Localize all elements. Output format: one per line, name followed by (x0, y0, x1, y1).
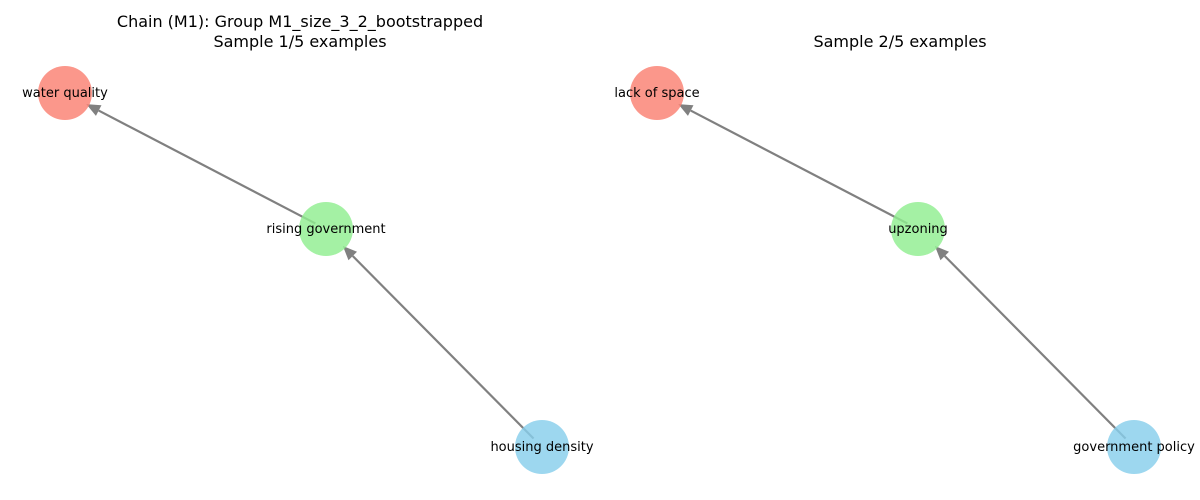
graph-canvas-2: lack of space upzoning government policy (600, 0, 1200, 500)
edge-line (351, 255, 535, 440)
panel-title-2-line-2: Sample 2/5 examples (813, 32, 987, 51)
graph-canvas-1: water quality rising government housing de… (22, 66, 594, 474)
node-label: water quality (22, 86, 108, 101)
graph-panel-1: water quality rising government housing de… (0, 12, 600, 474)
edge-arrowhead (678, 104, 694, 116)
graph-svg-1: water quality rising government housing de… (22, 66, 594, 474)
node-circle (891, 202, 945, 256)
node-label: lack of space (614, 86, 699, 101)
edge-arrowhead (342, 246, 358, 261)
node-label: government policy (1073, 440, 1195, 455)
node-circle (38, 66, 92, 120)
node-circle (1107, 420, 1161, 474)
panel-title-1-line-1: Chain (M1): Group M1_size_3_2_bootstrapp… (116, 12, 484, 31)
node-circle (299, 202, 353, 256)
graph-svg-2: lack of space upzoning government policy (614, 66, 1195, 474)
node-circle (630, 66, 684, 120)
node-label: rising government (266, 222, 385, 237)
edge-arrowhead (86, 104, 102, 116)
edge-line (943, 255, 1127, 440)
edge-arrowhead (934, 246, 950, 261)
panel-title-1: Chain (M1): Group M1_size_3_2_bootstrapp… (0, 12, 600, 52)
panel-title-2-line-1 (600, 12, 1200, 32)
node-circle (515, 420, 569, 474)
graph-panel-2: lack of space upzoning government policy S… (600, 0, 1200, 500)
edge-line (690, 109, 908, 225)
node-label: housing density (490, 440, 593, 455)
node-label: upzoning (888, 222, 948, 237)
panel-title-2: Sample 2/5 examples (600, 12, 1200, 52)
edge-line (98, 109, 316, 225)
panel-title-1-line-2: Sample 1/5 examples (213, 32, 387, 51)
